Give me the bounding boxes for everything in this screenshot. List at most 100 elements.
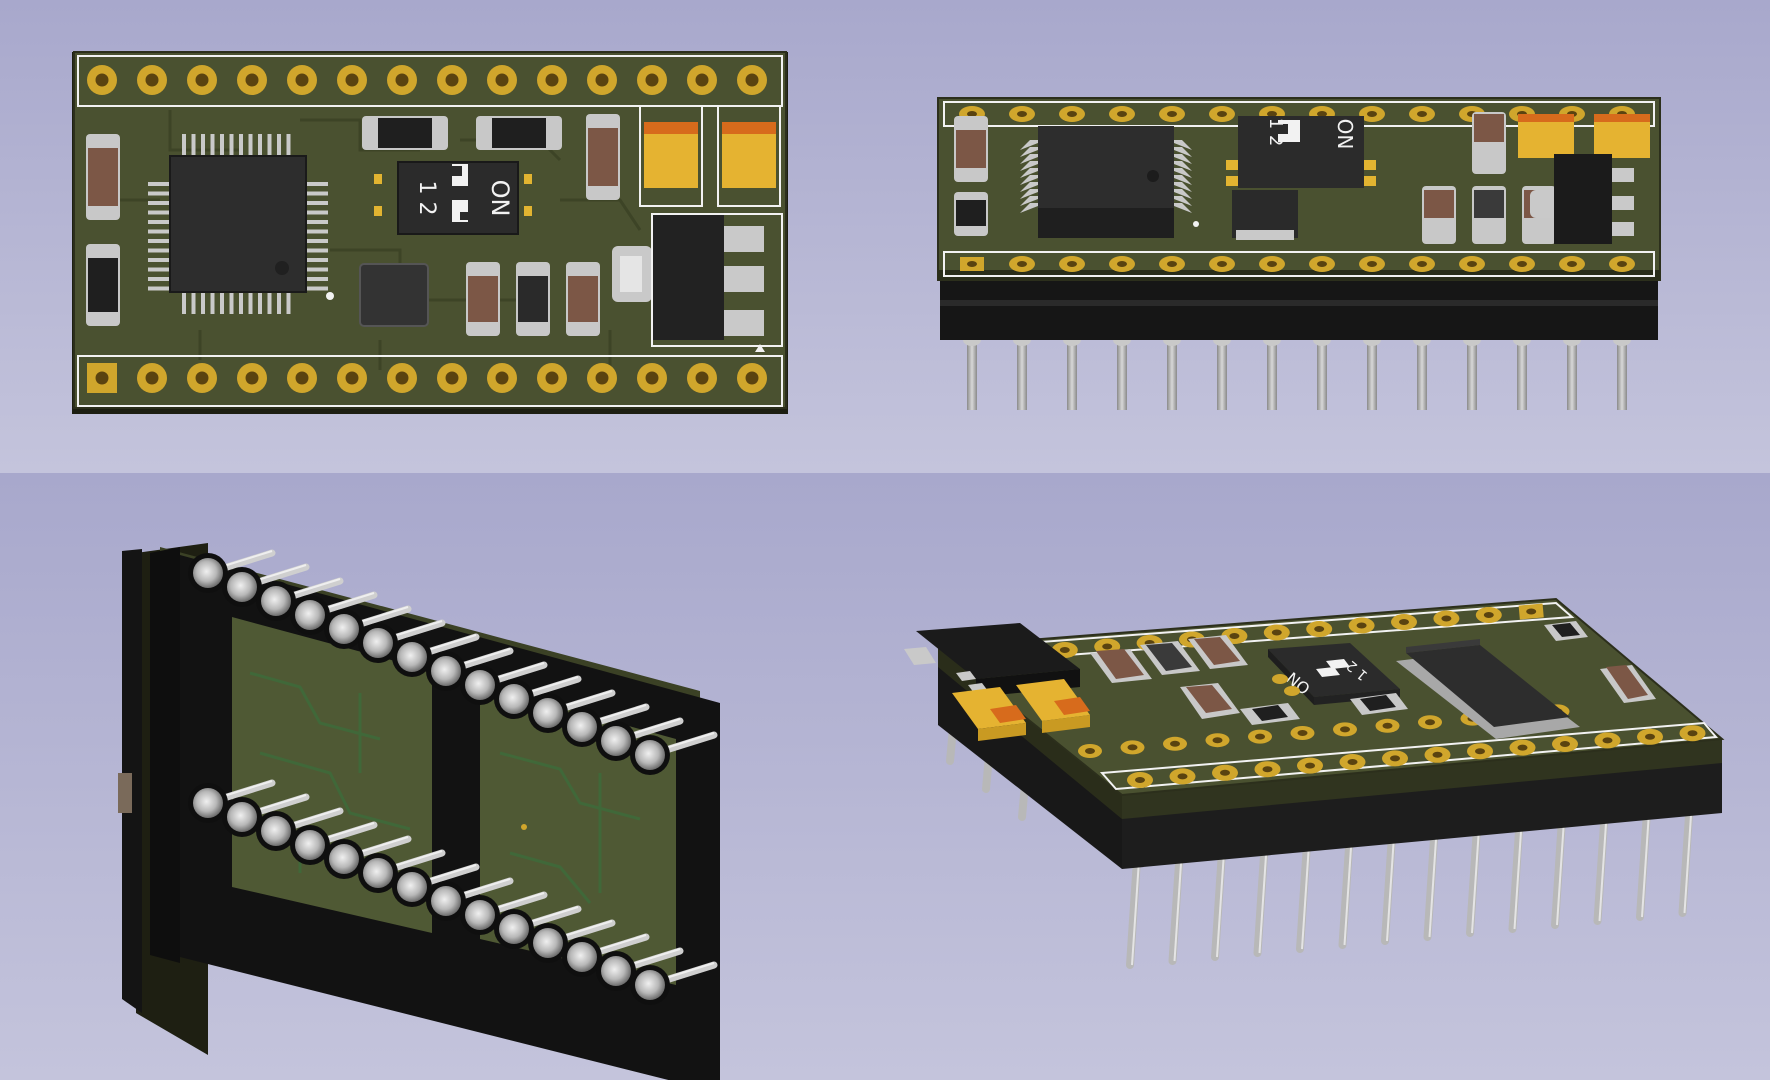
ceramic-capacitor bbox=[86, 134, 120, 220]
header-pad bbox=[1127, 772, 1153, 788]
header-pad bbox=[1359, 256, 1385, 272]
dip-switch-numbers: 1 2 bbox=[414, 181, 439, 216]
header-pad bbox=[287, 363, 317, 393]
header-pad bbox=[1248, 729, 1272, 744]
ceramic-capacitor bbox=[954, 116, 988, 182]
pad-row-top bbox=[87, 65, 767, 95]
tantalum-capacitor bbox=[952, 687, 1026, 741]
header-pad bbox=[487, 65, 517, 95]
header-pad bbox=[437, 65, 467, 95]
header-pad bbox=[1679, 725, 1706, 742]
header-pin bbox=[324, 605, 412, 649]
header-pad bbox=[637, 363, 667, 393]
microcontroller-qfp bbox=[148, 134, 334, 314]
header-pad bbox=[1120, 740, 1145, 755]
header-pin bbox=[562, 933, 650, 977]
header-pad bbox=[1339, 754, 1366, 770]
pcb-board: 1 2 ON bbox=[72, 51, 788, 414]
header-pad bbox=[1109, 106, 1135, 122]
header-pad bbox=[1169, 768, 1196, 785]
header-pad bbox=[737, 65, 767, 95]
header-pad bbox=[1459, 256, 1485, 272]
pcb-isometric-view: ON 1 2 bbox=[840, 473, 1770, 1080]
header-pin bbox=[358, 619, 446, 663]
front-view-panel: 1 2 ON bbox=[808, 0, 1770, 473]
header-pad bbox=[487, 363, 517, 393]
header-pad bbox=[137, 363, 167, 393]
header-pad bbox=[1159, 256, 1185, 272]
header-pad bbox=[1559, 256, 1585, 272]
header-pad bbox=[437, 363, 467, 393]
ceramic-capacitor bbox=[1090, 649, 1152, 683]
header-pad bbox=[1509, 739, 1536, 756]
ceramic-capacitor bbox=[1422, 186, 1456, 244]
header-pin bbox=[630, 731, 718, 775]
header-pad bbox=[1433, 610, 1460, 627]
header-pad bbox=[1418, 715, 1442, 730]
header-pad bbox=[637, 65, 667, 95]
resistor bbox=[1240, 703, 1300, 725]
isometric-view-panel: ON 1 2 bbox=[840, 473, 1770, 1080]
header-pad bbox=[687, 65, 717, 95]
top-view-panel: 1 2 ON bbox=[0, 0, 808, 473]
header-row-bottom-outline bbox=[77, 355, 783, 407]
dip-switch: ON 1 2 bbox=[1268, 643, 1400, 705]
pcb-front-view: 1 2 ON bbox=[808, 0, 1770, 473]
header-pad bbox=[1205, 733, 1230, 748]
header-pad bbox=[737, 363, 767, 393]
header-pin bbox=[290, 591, 378, 635]
header-pad bbox=[1209, 256, 1235, 272]
header-pad bbox=[1552, 736, 1578, 752]
header-pad bbox=[687, 363, 717, 393]
ceramic-capacitor bbox=[1188, 635, 1248, 669]
tantalum-capacitor bbox=[639, 105, 703, 207]
header-pad bbox=[1059, 106, 1085, 122]
header-pad bbox=[537, 363, 567, 393]
dip-switch-on-label: ON bbox=[1333, 119, 1357, 150]
ceramic-capacitor bbox=[586, 114, 620, 200]
resistor bbox=[362, 116, 448, 150]
header-pad bbox=[1209, 106, 1235, 122]
resistor bbox=[1472, 186, 1506, 244]
header-pin bbox=[528, 689, 616, 733]
header-pin bbox=[188, 549, 276, 593]
header-pin bbox=[290, 821, 378, 865]
dip-switch: 1 2 ON bbox=[1226, 116, 1376, 188]
ceramic-capacitor bbox=[1472, 112, 1506, 174]
voltage-regulator bbox=[1530, 154, 1634, 244]
header-pin bbox=[426, 877, 514, 921]
header-pad bbox=[1078, 744, 1102, 758]
header-pin bbox=[426, 647, 514, 691]
resistor bbox=[1544, 621, 1588, 641]
tantalum-capacitor bbox=[1594, 114, 1650, 158]
resistor bbox=[476, 116, 562, 150]
header-pad bbox=[87, 363, 117, 393]
header-pad bbox=[237, 363, 267, 393]
header-pad bbox=[87, 65, 117, 95]
header-pad bbox=[1163, 736, 1187, 751]
header-pad bbox=[137, 65, 167, 95]
header-pad bbox=[587, 363, 617, 393]
dip-switch-numbers: 1 2 bbox=[1265, 118, 1286, 147]
pcb-top-view: 1 2 ON bbox=[0, 0, 808, 473]
header-pin bbox=[596, 717, 684, 761]
header-row-top-outline bbox=[77, 55, 783, 107]
tantalum-capacitor bbox=[1518, 114, 1574, 158]
tantalum-capacitor bbox=[1016, 679, 1090, 733]
header-pad bbox=[1382, 750, 1408, 767]
header-pad bbox=[1212, 764, 1238, 781]
pin-header-body bbox=[940, 276, 1658, 340]
resistor bbox=[1350, 693, 1408, 715]
ceramic-capacitor bbox=[1600, 665, 1656, 703]
header-pad bbox=[1475, 607, 1502, 623]
pcb-board: 1 2 ON bbox=[937, 97, 1661, 281]
microcontroller-qfp bbox=[1020, 126, 1199, 238]
header-pad bbox=[587, 65, 617, 95]
resistor bbox=[1140, 641, 1200, 675]
header-pad bbox=[1424, 746, 1451, 763]
header-pin bbox=[392, 633, 480, 677]
header-pin bbox=[630, 961, 718, 1005]
crystal-oscillator bbox=[359, 263, 429, 327]
header-pin bbox=[494, 905, 582, 949]
